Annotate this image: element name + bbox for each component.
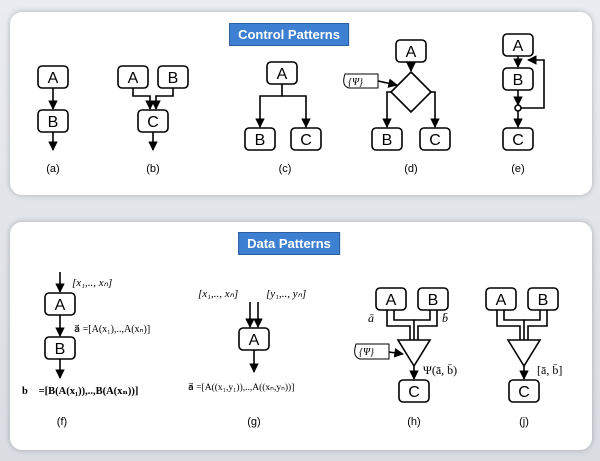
h-label-c: C bbox=[408, 384, 420, 401]
caption-d: (d) bbox=[404, 163, 417, 175]
d-psi-label: {Ψ} bbox=[348, 77, 363, 88]
j-node-a bbox=[485, 287, 517, 311]
j-node-b bbox=[527, 287, 559, 311]
data-patterns-header: Data Patterns bbox=[238, 232, 340, 255]
h-node-b bbox=[417, 287, 449, 311]
caption-f: (f) bbox=[57, 416, 67, 428]
g-a-vector: a⃗ =[A((x₁,y₁)),..,A((xₙ,yₙ))] bbox=[188, 382, 294, 393]
data-patterns-panel bbox=[10, 222, 592, 450]
g-input-x: [x₁,.., xₙ] bbox=[198, 288, 238, 300]
d-label-c: C bbox=[429, 132, 441, 149]
caption-e: (e) bbox=[511, 163, 524, 175]
f-b-vector: b⃗ =[B(A(x₁)),..,B(A(xₙ))] bbox=[22, 386, 138, 397]
c-label-b: B bbox=[255, 132, 266, 149]
h-b-bar: b̄ bbox=[442, 311, 448, 325]
j-pair: [ā, b̄] bbox=[537, 363, 562, 377]
b-label-a: A bbox=[128, 70, 139, 87]
c-label-c: C bbox=[300, 132, 312, 149]
e-label-b: B bbox=[513, 72, 524, 89]
h-label-a: A bbox=[386, 292, 397, 309]
a-label-a: A bbox=[48, 70, 59, 87]
b-label-c: C bbox=[147, 114, 159, 131]
d-label-a: A bbox=[406, 44, 417, 61]
caption-g: (g) bbox=[247, 416, 260, 428]
h-function: Ψ(ā, b̄) bbox=[423, 363, 457, 377]
caption-b: (b) bbox=[146, 163, 159, 175]
c-node-b bbox=[244, 127, 276, 151]
h-node-a bbox=[375, 287, 407, 311]
j-label-a: A bbox=[496, 292, 507, 309]
e-label-c: C bbox=[512, 132, 524, 149]
f-a-vector: a⃗ =[A(x₁),..,A(xₙ)] bbox=[74, 324, 150, 335]
j-node-c bbox=[508, 379, 540, 403]
d-node-b bbox=[371, 127, 403, 151]
caption-h: (h) bbox=[407, 416, 420, 428]
h-psi-label: {Ψ} bbox=[359, 347, 374, 358]
e-label-a: A bbox=[513, 38, 524, 55]
control-patterns-header: Control Patterns bbox=[229, 23, 349, 46]
b-label-b: B bbox=[168, 70, 179, 87]
h-label-b: B bbox=[428, 292, 439, 309]
d-label-b: B bbox=[382, 132, 393, 149]
f-input: [x₁,.., xₙ] bbox=[72, 277, 112, 289]
d-node-c bbox=[419, 127, 451, 151]
h-triangle bbox=[396, 339, 432, 368]
c-node-c bbox=[290, 127, 322, 151]
h-node-c bbox=[398, 379, 430, 403]
d-decision bbox=[389, 70, 433, 114]
caption-j: (j) bbox=[519, 416, 529, 428]
caption-a: (a) bbox=[46, 163, 59, 175]
f-label-a: A bbox=[55, 297, 66, 314]
caption-c: (c) bbox=[279, 163, 292, 175]
j-triangle bbox=[506, 339, 542, 368]
h-a-bar: ā bbox=[368, 311, 374, 325]
g-input-y: [y₁,.., yₙ] bbox=[266, 288, 306, 300]
j-label-c: C bbox=[518, 384, 530, 401]
f-label-b: B bbox=[55, 341, 66, 358]
a-label-b: B bbox=[48, 114, 59, 131]
c-label-a: A bbox=[277, 66, 288, 83]
j-label-b: B bbox=[538, 292, 549, 309]
g-label-a: A bbox=[249, 332, 260, 349]
e-node-c bbox=[502, 127, 534, 151]
